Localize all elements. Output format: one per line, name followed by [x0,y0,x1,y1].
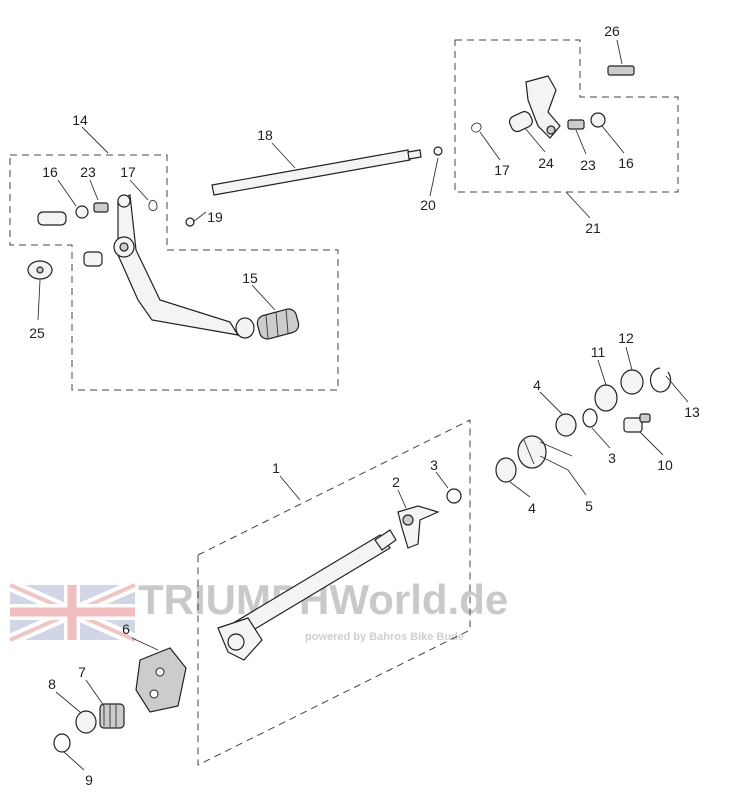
label-17-left: 17 [120,164,136,180]
part-3-circlip-right [582,408,598,428]
label-3-right: 3 [608,450,616,466]
label-10: 10 [657,457,673,473]
label-5: 5 [585,498,593,514]
label-4-lower: 4 [528,500,536,516]
group-14-outline [9,154,339,391]
group-21-outline [454,39,679,193]
part-7-spring [99,703,125,729]
part-24-linkage-arm [508,75,561,139]
part-14-gear-pedal [113,194,255,339]
label-13: 13 [684,404,700,420]
label-16-left: 16 [42,164,58,180]
label-21: 21 [585,220,601,236]
label-6: 6 [122,621,130,637]
part-15-pedal-rubber [256,308,300,340]
label-7: 7 [78,664,86,680]
label-12: 12 [618,330,634,346]
watermark: TRIUMPHWorld.de powered by Bahros Bike B… [7,576,508,646]
part-16-washer-left [75,205,89,219]
part-13-circlip [649,367,672,393]
part-18-shift-shaft [211,149,422,196]
label-24: 24 [538,155,554,171]
part-labels: 26 14 18 16 23 17 19 20 17 24 23 16 21 1… [29,23,700,788]
part-17-clip-left [148,199,158,211]
part-23-bolt-left [93,202,109,213]
part-19-nut [185,217,195,227]
label-16-right: 16 [618,155,634,171]
part-25-pivot-bolt [27,251,103,280]
part-11-washer [594,384,618,412]
part-4-washer-lower [495,457,517,483]
label-15: 15 [242,270,258,286]
part-2-detent-arm [397,505,440,549]
label-23-left: 23 [80,164,96,180]
label-9: 9 [85,772,93,788]
part-12-washer [620,369,644,395]
part-6-cover-plate [135,647,187,713]
part-10-adjuster-bolt [623,413,651,433]
label-4-upper: 4 [533,377,541,393]
label-18: 18 [257,127,273,143]
leader-lines [37,39,689,771]
label-17-right: 17 [494,162,510,178]
part-23-bolt-right [567,119,585,130]
label-25: 25 [29,325,45,341]
part-5-return-spring [517,435,573,471]
part-16-pin-left [37,211,67,226]
label-26: 26 [604,23,620,39]
label-23-right: 23 [580,157,596,173]
part-20-nut [433,146,443,156]
label-14: 14 [72,112,88,128]
label-2: 2 [392,474,400,490]
label-8: 8 [48,676,56,692]
part-4-washer-upper [555,413,577,437]
part-8-washer [75,710,97,734]
part-1-selector-shaft [217,529,397,661]
part-9-circlip [53,733,71,753]
part-3-circlip [446,488,462,504]
part-16-washer-right [590,112,606,128]
watermark-subtitle: powered by Bahros Bike Bude [305,631,464,643]
label-3: 3 [430,457,438,473]
label-19: 19 [207,209,223,225]
part-26-bolt [607,65,635,76]
union-jack-logo [7,579,138,646]
label-11: 11 [591,344,606,360]
part-17-clip-right [471,122,482,133]
label-20: 20 [420,197,436,213]
label-1: 1 [272,460,280,476]
